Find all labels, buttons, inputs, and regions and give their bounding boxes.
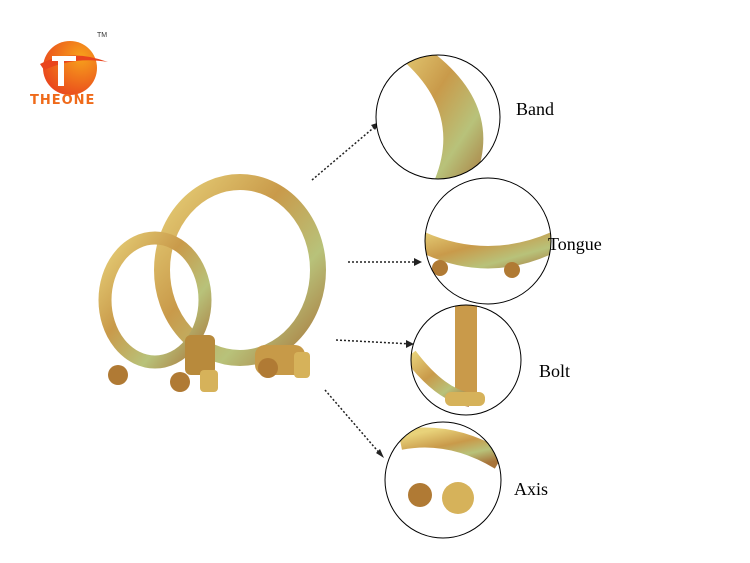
detail-axis (384, 421, 502, 539)
arrow-band (311, 123, 379, 181)
label-band: Band (516, 99, 554, 119)
arrow-bolt (335, 339, 413, 345)
callout-arrows (311, 123, 420, 457)
label-axis: Axis (514, 479, 549, 499)
trademark-mark: TM (97, 32, 108, 39)
label-bolt: Bolt (539, 361, 571, 381)
detail-bolt (410, 304, 522, 416)
brand-logo (40, 41, 108, 95)
hose-clamps-image (98, 174, 326, 392)
detail-tongue (424, 177, 552, 305)
label-tongue: Tongue (548, 234, 602, 254)
detail-band (375, 54, 501, 180)
arrow-axis (324, 389, 383, 457)
brand-name: THEONE (30, 93, 96, 108)
